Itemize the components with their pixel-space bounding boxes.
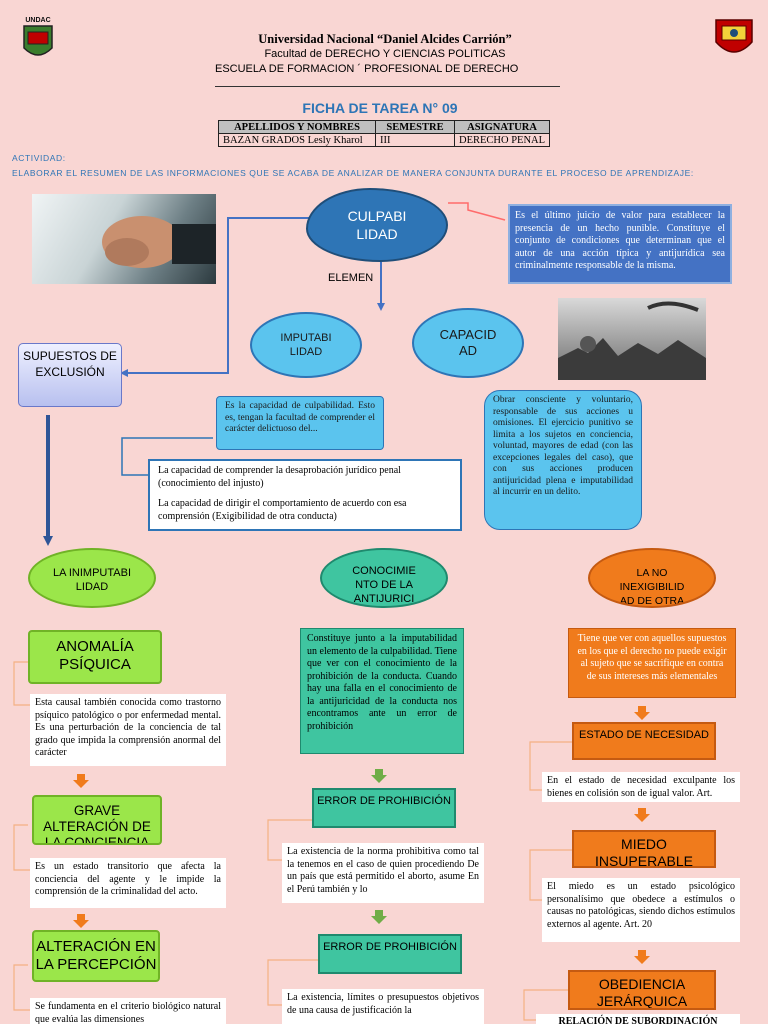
- error-prohibicion-label-2: ERROR DE PROHIBICIÓN: [318, 934, 462, 974]
- table-header: APELLIDOS Y NOMBRES: [218, 120, 376, 134]
- conocimiento-label: CONOCIMIE NTO DE LA ANTIJURICI: [352, 565, 416, 605]
- activity-label: ACTIVIDAD:: [12, 153, 66, 163]
- right-item-text: En el estado de necesidad exculpante los…: [547, 775, 735, 799]
- table-header: SEMESTRE: [375, 120, 455, 134]
- inimputabilidad-bubble: LA INIMPUTABI LIDAD: [28, 548, 156, 608]
- student-info-table: APELLIDOS Y NOMBRES SEMESTRE ASIGNATURA …: [218, 120, 551, 147]
- root-definition-text: Es el último juicio de valor para establ…: [515, 210, 725, 271]
- estado-necesidad-label: ESTADO DE NECESIDAD: [572, 722, 716, 760]
- university-title: Universidad Nacional “Daniel Alcides Car…: [258, 32, 512, 46]
- right-item-title: OBEDIENCIA JERÁRQUICA: [596, 976, 688, 1009]
- error-prohibicion-text-2: La existencia, límites o presupuestos ob…: [282, 989, 484, 1024]
- root-concept-label: CULPABI LIDAD: [347, 208, 407, 242]
- right-intro-text: Tiene que ver con aquellos supuestos en …: [577, 633, 727, 682]
- capacity-point: La capacidad de dirigir el comportamient…: [158, 498, 407, 522]
- middle-intro-text: Constituye junto a la imputabilidad un e…: [307, 633, 457, 732]
- svg-text:UNDAC: UNDAC: [25, 17, 50, 24]
- capacidad-bubble: CAPACID AD: [412, 308, 524, 378]
- right-item-title: MIEDO INSUPERABLE: [594, 836, 694, 868]
- estado-necesidad-text: En el estado de necesidad exculpante los…: [542, 772, 740, 802]
- activity-text: ELABORAR EL RESUMEN DE LAS INFORMACIONES…: [12, 168, 694, 178]
- imputabilidad-bubble: IMPUTABI LIDAD: [250, 312, 362, 378]
- error-prohibicion-text: La existencia de la norma prohibitiva co…: [282, 843, 484, 903]
- grave-alteracion-text: Es un estado transitorio que afecta la c…: [30, 858, 226, 908]
- table-cell: BAZAN GRADOS Lesly Kharol: [218, 133, 376, 147]
- no-exigibilidad-bubble: LA NO INEXIGIBILID AD DE OTRA: [588, 548, 716, 608]
- alteracion-percepcion-label: ALTERACIÓN EN LA PERCEPCIÓN: [32, 930, 160, 982]
- middle-item-title: ERROR DE PROHIBICIÓN: [317, 795, 451, 807]
- anomalia-psiquica-label: ANOMALÍA PSÍQUICA: [28, 630, 162, 684]
- capacidad-definition: Obrar consciente y voluntario, responsab…: [484, 390, 642, 530]
- supuestos-label: SUPUESTOS DE EXCLUSIÓN: [23, 349, 117, 379]
- school-name: ESCUELA DE FORMACION ´ PROFESIONAL DE DE…: [215, 63, 519, 75]
- capacity-point: La capacidad de comprender la desaprobac…: [158, 465, 401, 489]
- imputabilidad-definition: Es la capacidad de culpabilidad. Esto es…: [216, 396, 384, 450]
- middle-item-text: La existencia, límites o presupuestos ob…: [287, 992, 479, 1016]
- imputabilidad-definition-text: Es la capacidad de culpabilidad. Esto es…: [225, 401, 375, 434]
- obediencia-jerarquica-text: RELACIÓN DE SUBORDINACIÓN: [536, 1014, 740, 1024]
- page-title: FICHA DE TAREA N° 09: [302, 100, 458, 116]
- right-item-text: RELACIÓN DE SUBORDINACIÓN: [558, 1016, 718, 1024]
- culpabilidad-cloud: CULPABI LIDAD: [306, 188, 448, 262]
- table-cell: III: [375, 133, 455, 147]
- right-item-title: ESTADO DE NECESIDAD: [579, 729, 709, 741]
- error-prohibicion-label: ERROR DE PROHIBICIÓN: [312, 788, 456, 828]
- inimputabilidad-label: LA INIMPUTABI LIDAD: [52, 567, 132, 593]
- right-item-text: El miedo es un estado psicológico person…: [547, 881, 735, 930]
- undac-logo: UNDAC: [18, 12, 58, 64]
- table-cell: DERECHO PENAL: [453, 133, 551, 147]
- left-item-text: Se fundamenta en el criterio biológico n…: [35, 1001, 221, 1024]
- left-item-title: GRAVE ALTERACIÓN DE LA CONCIENCIA: [43, 803, 151, 845]
- elements-label: ELEMEN: [328, 272, 374, 284]
- obediencia-jerarquica-label: OBEDIENCIA JERÁRQUICA: [568, 970, 716, 1010]
- imputabilidad-label: IMPUTABI LIDAD: [280, 332, 332, 358]
- capacidad-label: CAPACID AD: [439, 327, 497, 358]
- table-header: ASIGNATURA: [453, 120, 551, 134]
- middle-item-text: La existencia de la norma prohibitiva co…: [287, 846, 479, 895]
- faculty-crest-icon: [712, 12, 756, 64]
- conocimiento-bubble: CONOCIMIE NTO DE LA ANTIJURICI: [320, 548, 448, 608]
- miedo-insuperable-label: MIEDO INSUPERABLE: [572, 830, 716, 868]
- culpabilidad-definition: Es el último juicio de valor para establ…: [508, 204, 732, 284]
- no-exigibilidad-label: LA NO INEXIGIBILID AD DE OTRA: [619, 567, 685, 607]
- no-exigibilidad-intro: Tiene que ver con aquellos supuestos en …: [568, 628, 736, 698]
- sorrow-illustration-image: [558, 298, 706, 380]
- faculty-name: Facultad de DERECHO Y CIENCIAS POLITICAS: [264, 48, 506, 60]
- left-item-text: Esta causal también conocida como trasto…: [35, 697, 221, 758]
- anomalia-psiquica-text: Esta causal también conocida como trasto…: [30, 694, 226, 766]
- header-divider: [215, 86, 560, 87]
- conocimiento-intro: Constituye junto a la imputabilidad un e…: [300, 628, 464, 754]
- capacity-points-box: La capacidad de comprender la desaprobac…: [148, 459, 462, 531]
- left-item-title: ANOMALÍA PSÍQUICA: [56, 638, 134, 673]
- supuestos-box: SUPUESTOS DE EXCLUSIÓN: [18, 343, 122, 407]
- alteracion-percepcion-text: Se fundamenta en el criterio biológico n…: [30, 998, 226, 1024]
- capacidad-definition-text: Obrar consciente y voluntario, responsab…: [493, 395, 633, 497]
- left-item-text: Es un estado transitorio que afecta la c…: [35, 861, 221, 897]
- middle-item-title: ERROR DE PROHIBICIÓN: [323, 941, 457, 953]
- left-item-title: ALTERACIÓN EN LA PERCEPCIÓN: [35, 938, 157, 973]
- pointing-hand-image: [32, 194, 216, 284]
- grave-alteracion-label: GRAVE ALTERACIÓN DE LA CONCIENCIA: [32, 795, 162, 845]
- miedo-insuperable-text: El miedo es un estado psicológico person…: [542, 878, 740, 942]
